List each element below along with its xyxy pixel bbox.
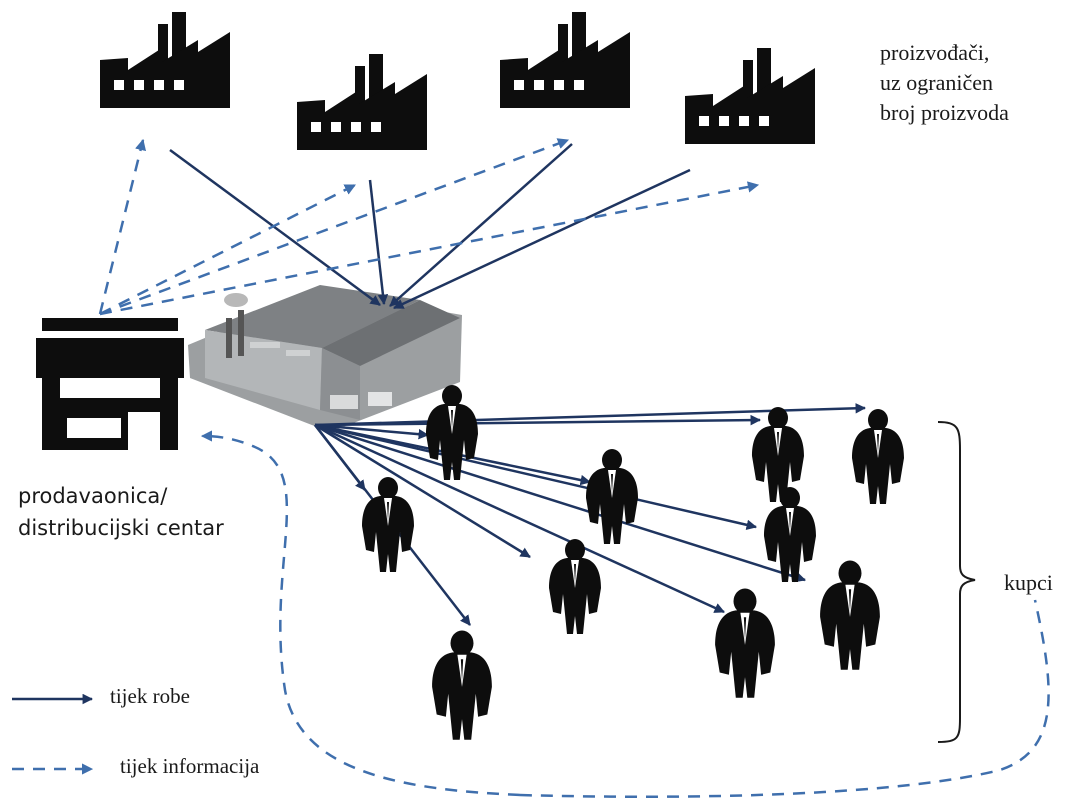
factory-icon [297, 54, 427, 150]
producers-label-line: uz ograničen [880, 70, 993, 95]
person-icon [362, 477, 414, 572]
bracket-icon [937, 421, 976, 743]
person-icon [426, 385, 478, 480]
store-label: prodavaonica/ distribucijski centar [18, 480, 224, 544]
store-icon [36, 318, 184, 450]
person-icon [586, 449, 638, 544]
person-icon [432, 630, 492, 740]
legend [12, 693, 94, 775]
person-icon [715, 588, 775, 698]
warehouse-image [188, 285, 462, 432]
info-flow-arrows [98, 138, 1050, 798]
person-icon [820, 560, 880, 670]
producers-label: proizvođači, uz ograničen broj proizvoda [880, 38, 1009, 128]
goods-flow-arrows [169, 143, 691, 310]
factory-icon [685, 48, 815, 144]
store-label-line: prodavaonica/ [18, 484, 168, 508]
producers-label-line: proizvođači, [880, 40, 990, 65]
legend-info-label: tijek informacija [120, 754, 260, 778]
factory-icon [100, 12, 230, 108]
store-label-line: distribucijski centar [18, 516, 224, 540]
customers-label: kupci [1004, 570, 1053, 595]
producers-label-line: broj proizvoda [880, 100, 1009, 125]
person-icon [852, 409, 904, 504]
factory-icon [500, 12, 630, 108]
legend-goods-label: tijek robe [110, 684, 190, 708]
